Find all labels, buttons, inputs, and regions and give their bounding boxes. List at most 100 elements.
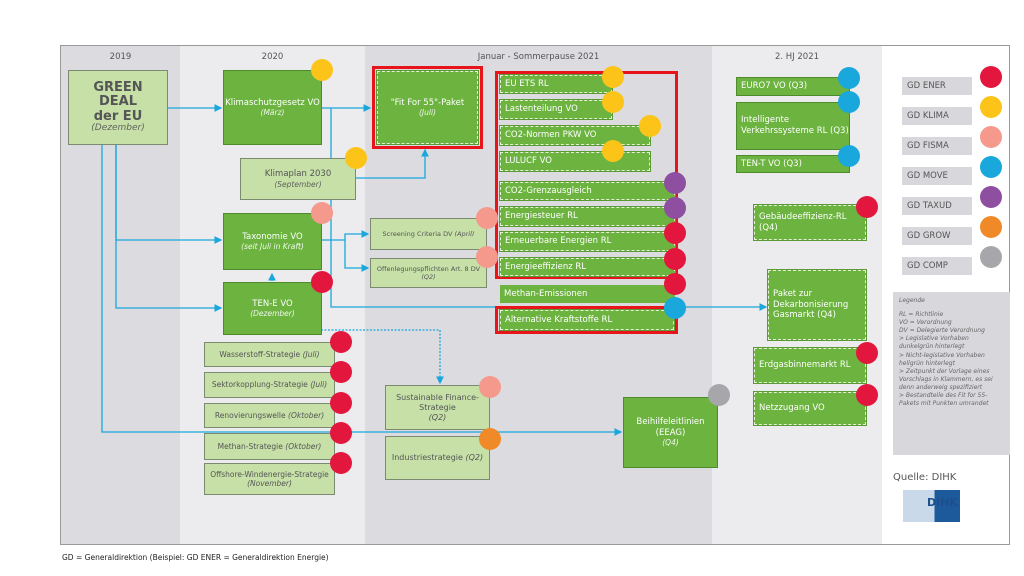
intelligente-verkehrssysteme-box: Intelligente Verkehrssysteme RL (Q3): [736, 102, 850, 150]
legend-gd-grow: GD GROW: [902, 227, 972, 245]
node-title: Wasserstoff-Strategie: [219, 349, 301, 359]
gd-klima-dot: [639, 115, 661, 137]
gd-klima-dot: [602, 66, 624, 88]
gd-comp-dot: [708, 384, 730, 406]
legend-line: RL = Richtlinie: [899, 311, 944, 319]
node-title: Lastenteilung VO: [505, 104, 578, 115]
node-date: (Juli): [419, 108, 436, 118]
gebaeudeeffizienz-box: Gebäudeeffizienz-RL (Q4): [753, 204, 867, 241]
klimaschutzgesetz-box: Klimaschutzgesetz VO(März): [223, 70, 322, 145]
screening-criteria-box: Screening Criteria DV (April): [370, 218, 487, 250]
offenlegungspflichten-box: Offenlegungspflichten Art. 8 DV(Q2): [370, 258, 487, 288]
column-header: 2019: [109, 52, 132, 62]
node-title: EURO7 VO (Q3): [741, 81, 808, 92]
node-title: Taxonomie VO: [242, 231, 303, 242]
gd-taxud-dot: [664, 172, 686, 194]
gd-fisma-dot: [476, 207, 498, 229]
alternative-kraftstoffe-box: Alternative Kraftstoffe RL: [499, 309, 675, 331]
node-date: (Oktober): [288, 410, 325, 420]
methan-emissionen-box: Methan-Emissionen: [500, 285, 675, 303]
netzzugang-box: Netzzugang VO: [753, 391, 867, 426]
node-title: TEN-T VO (Q3): [741, 158, 802, 169]
gd-taxud-dot: [664, 197, 686, 219]
node-date: (Q4): [662, 438, 679, 448]
node-date: (September): [274, 179, 322, 189]
node-title: Methan-Strategie: [217, 441, 283, 451]
node-title: Beihilfeleitlinien (EEAG): [636, 417, 705, 438]
gd-fisma-dot: [980, 126, 1002, 148]
energiesteuer-box: Energiesteuer RL: [499, 206, 676, 227]
legend-gd-comp: GD COMP: [902, 257, 972, 275]
column-header: 2. HJ 2021: [774, 52, 820, 62]
fit-for-55-components-highlight: [495, 306, 678, 334]
node-title: DEAL: [98, 94, 138, 110]
gd-move-dot: [980, 156, 1002, 178]
node-title: der EU: [93, 108, 143, 124]
gd-ener-dot: [856, 196, 878, 218]
gd-grow-dot: [980, 216, 1002, 238]
klimaplan-box: Klimaplan 2030(September): [240, 158, 356, 200]
taxonomie-box: Taxonomie VO(seit Juli in Kraft): [223, 213, 322, 270]
node-date: (Q2): [465, 453, 484, 462]
gd-ener-dot: [664, 222, 686, 244]
gd-ener-dot: [856, 342, 878, 364]
gd-move-dot: [664, 297, 686, 319]
node-title: Paket zur Dekarbonisierung Gasmarkt (Q4): [773, 289, 849, 321]
node-title: GREEN: [93, 80, 143, 96]
industriestrategie-box: Industriestrategie (Q2): [385, 436, 490, 480]
node-title: "Fit For 55"-Paket: [390, 97, 465, 108]
node-title: Screening Criteria DV: [382, 229, 453, 238]
gd-ener-dot: [980, 66, 1002, 88]
gd-move-dot: [838, 145, 860, 167]
legend-line: > Legislative Vorhaben dunkelgrün hinter…: [899, 335, 969, 351]
legend-line: > Nicht-legislative Vorhaben hellgrün hi…: [899, 351, 985, 367]
co2-grenzausgleich-box: CO2-Grenzausgleich: [499, 181, 676, 201]
node-title: Offenlegungspflichten Art. 8 DV: [376, 264, 481, 273]
fit-for-55-box: "Fit For 55"-Paket(Juli): [376, 70, 479, 145]
euro7-box: EURO7 VO (Q3): [736, 77, 850, 96]
sektorkopplung-box: Sektorkopplung-Strategie (Juli): [204, 372, 335, 398]
gd-ener-dot: [330, 361, 352, 383]
node-date: (seit Juli in Kraft): [241, 242, 304, 252]
gd-ener-dot: [311, 271, 333, 293]
node-date: (März): [260, 108, 285, 118]
gd-ener-dot: [330, 392, 352, 414]
node-title: CO2-Normen PKW VO: [505, 130, 597, 141]
legend-line: > Bestandteile des Fit for 55-Pakets mit…: [899, 392, 989, 408]
gd-ener-dot: [330, 452, 352, 474]
node-date: (Q2): [421, 273, 436, 281]
gd-klima-dot: [311, 59, 333, 81]
node-title: Renovierungswelle: [214, 410, 286, 420]
node-title: CO2-Grenzausgleich: [505, 185, 592, 196]
co2-normen-box: CO2-Normen PKW VO: [499, 125, 651, 146]
legend-line: > Zeitpunkt der Vorlage eines Vorschlags…: [899, 367, 993, 391]
legend-gd-ener: GD ENER: [902, 77, 972, 95]
node-date: (Dezember): [250, 309, 295, 319]
gd-klima-dot: [602, 91, 624, 113]
node-title: Erdgasbinnemarkt RL: [759, 360, 851, 371]
energieeffizienz-box: Energieeffizienz RL: [499, 257, 676, 277]
node-title: Industriestrategie: [391, 453, 463, 462]
node-date: (November): [247, 479, 292, 488]
legend-line: VO = Verordnung: [899, 319, 952, 327]
node-title: Alternative Kraftstoffe RL: [505, 314, 613, 325]
gd-fisma-dot: [479, 376, 501, 398]
legend-gd-taxud: GD TAXUD: [902, 197, 972, 215]
gd-comp-dot: [980, 246, 1002, 268]
node-title: Methan-Emissionen: [504, 288, 588, 299]
node-date: (Juli): [310, 380, 328, 390]
dihk-logo: DIHK: [903, 490, 960, 522]
node-title: Klimaschutzgesetz VO: [225, 97, 320, 108]
node-title: Sektorkopplung-Strategie: [211, 380, 308, 390]
sustainable-finance-box: Sustainable Finance-Strategie(Q2): [385, 385, 490, 430]
node-date: (Dezember): [91, 123, 145, 133]
legend-title: Legende: [899, 297, 925, 304]
ten-t-box: TEN-T VO (Q3): [736, 155, 850, 173]
legend-gd-fisma: GD FISMA: [902, 137, 972, 155]
legend-line: DV = Delegierte Verordnung: [899, 327, 985, 335]
node-title: Offshore-Windenergie-Strategie: [210, 469, 329, 479]
gd-fisma-dot: [311, 202, 333, 224]
offshore-box: Offshore-Windenergie-Strategie(November): [204, 463, 335, 495]
node-title: Netzzugang VO: [759, 403, 825, 414]
green-deal-box: GREEN DEAL der EU (Dezember): [68, 70, 168, 145]
